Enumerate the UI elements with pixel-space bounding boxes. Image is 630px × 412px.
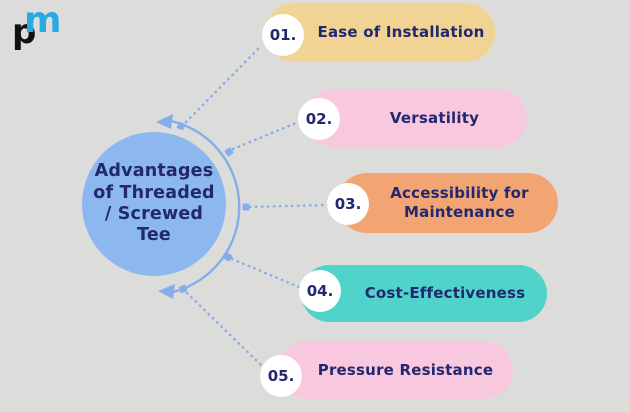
item-number: 02.: [305, 110, 333, 128]
item-label: Cost-Effectiveness: [364, 284, 526, 303]
advantage-item-3: 03. Accessibility for Maintenance: [327, 173, 558, 233]
item-label: Ease of Installation: [317, 23, 485, 42]
item-number: 05.: [267, 367, 295, 385]
dotted-line-1: [184, 44, 263, 124]
arc-path: [170, 119, 241, 294]
logo-letter-p: p: [12, 12, 36, 52]
dotted-line-5: [185, 291, 264, 368]
item-number-badge: 02.: [298, 98, 340, 140]
item-number-badge: 01.: [262, 14, 304, 56]
item-number-badge: 03.: [327, 183, 369, 225]
central-topic-title: Advantages of Threaded / Screwed Tee: [93, 161, 215, 246]
dotted-line-3: [248, 203, 330, 209]
advantage-item-2: 02. Versatility: [298, 89, 527, 147]
advantage-item-4: 04. Cost-Effectiveness: [299, 265, 547, 322]
arc-node-5: [178, 284, 188, 294]
arc-node-4: [223, 252, 233, 262]
arc-node-1: [176, 121, 186, 131]
item-label: Versatility: [389, 108, 480, 127]
brand-logo: p m: [12, 2, 62, 52]
arc-node-2: [224, 147, 234, 157]
item-number: 04.: [306, 282, 334, 300]
central-topic-circle: Advantages of Threaded / Screwed Tee: [82, 132, 226, 276]
item-label: Accessibility for Maintenance: [390, 184, 529, 221]
arc-node-3: [242, 203, 250, 211]
item-number: 01.: [269, 26, 297, 44]
advantage-item-1: 01. Ease of Installation: [262, 3, 495, 62]
arc-arrowhead-bottom-icon: [158, 284, 175, 299]
dotted-line-2: [231, 119, 303, 151]
item-number: 03.: [334, 195, 362, 213]
advantage-item-5: 05. Pressure Resistance: [260, 341, 513, 399]
item-number-badge: 04.: [299, 270, 341, 312]
arc-arrowhead-top-icon: [156, 114, 173, 129]
item-label: Pressure Resistance: [317, 360, 494, 379]
dotted-line-4: [230, 257, 301, 289]
item-number-badge: 05.: [260, 355, 302, 397]
logo-letter-m: m: [24, 2, 62, 41]
